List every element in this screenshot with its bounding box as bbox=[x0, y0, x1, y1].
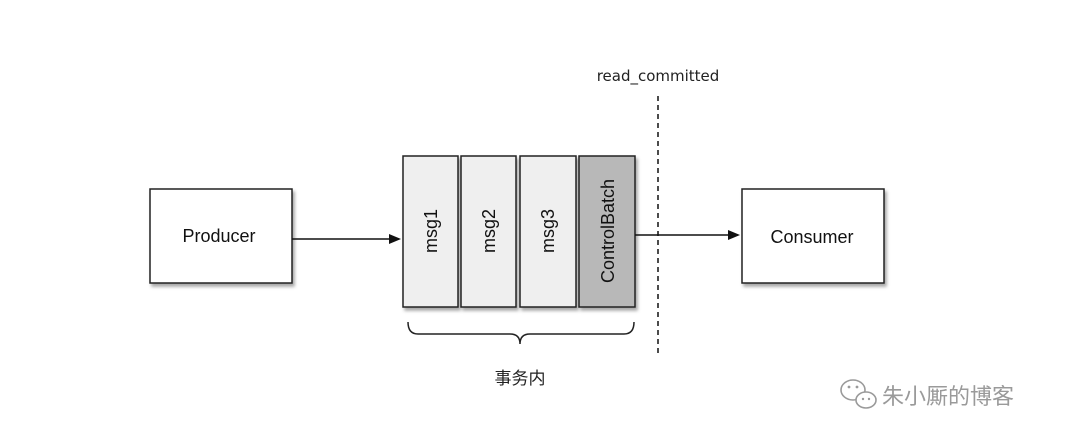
message-label-2: msg2 bbox=[479, 209, 499, 253]
watermark-text: 朱小厮的博客 bbox=[882, 385, 1014, 410]
wechat-icon bbox=[840, 379, 877, 409]
watermark: 朱小厮的博客 bbox=[840, 379, 1014, 410]
producer-label: Producer bbox=[182, 226, 255, 246]
message-box-3: msg3 bbox=[519, 155, 577, 308]
message-label-1: msg1 bbox=[421, 209, 441, 253]
message-box-2: msg2 bbox=[460, 155, 517, 308]
producer-node: Producer bbox=[149, 188, 293, 284]
control-batch-label: ControlBatch bbox=[598, 179, 618, 283]
consumer-label: Consumer bbox=[770, 227, 853, 247]
transaction-label: 事务内 bbox=[495, 369, 546, 389]
message-box-1: msg1 bbox=[402, 155, 459, 308]
transaction-brace bbox=[407, 321, 635, 345]
control-batch-box: ControlBatch bbox=[578, 155, 636, 308]
message-label-3: msg3 bbox=[538, 209, 558, 253]
consumer-node: Consumer bbox=[741, 188, 885, 284]
read-committed-label: read_committed bbox=[597, 67, 720, 86]
